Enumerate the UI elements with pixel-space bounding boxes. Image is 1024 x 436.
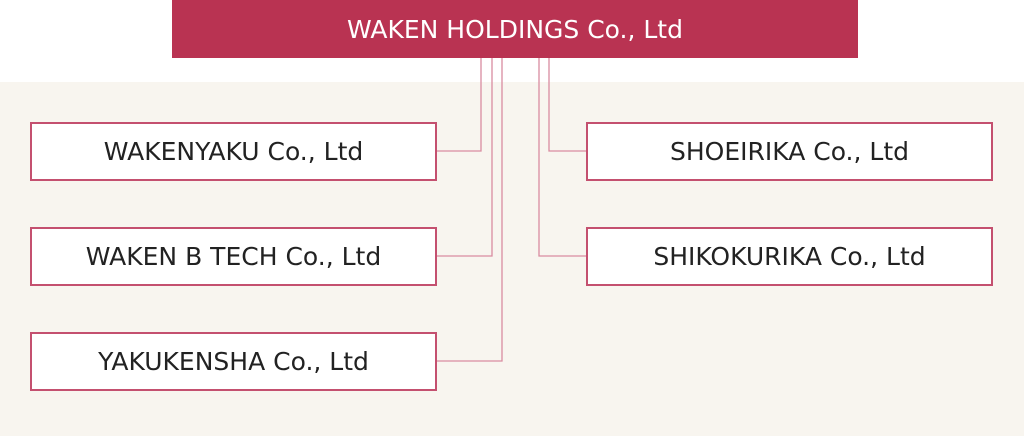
connector-yakukensha (437, 58, 503, 362)
subsidiary-name: SHOEIRIKA Co., Ltd (669, 137, 909, 166)
subsidiary-box-shoeirika: SHOEIRIKA Co., Ltd (586, 122, 993, 181)
subsidiary-name: YAKUKENSHA Co., Ltd (98, 347, 369, 376)
subsidiary-name: WAKENYAKU Co., Ltd (103, 137, 364, 166)
subsidiary-name: WAKEN B TECH Co., Ltd (85, 242, 382, 271)
parent-company-box: WAKEN HOLDINGS Co., Ltd (172, 0, 858, 58)
connector-shoeirika (548, 58, 586, 152)
parent-company-name: WAKEN HOLDINGS Co., Ltd (347, 14, 683, 44)
connector-wakenyaku (437, 58, 482, 152)
connector-shikokurika (538, 58, 586, 257)
connector-waken-b-tech (437, 58, 493, 257)
subsidiary-box-shikokurika: SHIKOKURIKA Co., Ltd (586, 227, 993, 286)
subsidiary-name: SHIKOKURIKA Co., Ltd (653, 242, 926, 271)
subsidiary-box-wakenyaku: WAKENYAKU Co., Ltd (30, 122, 437, 181)
subsidiary-box-yakukensha: YAKUKENSHA Co., Ltd (30, 332, 437, 391)
subsidiary-box-waken-b-tech: WAKEN B TECH Co., Ltd (30, 227, 437, 286)
